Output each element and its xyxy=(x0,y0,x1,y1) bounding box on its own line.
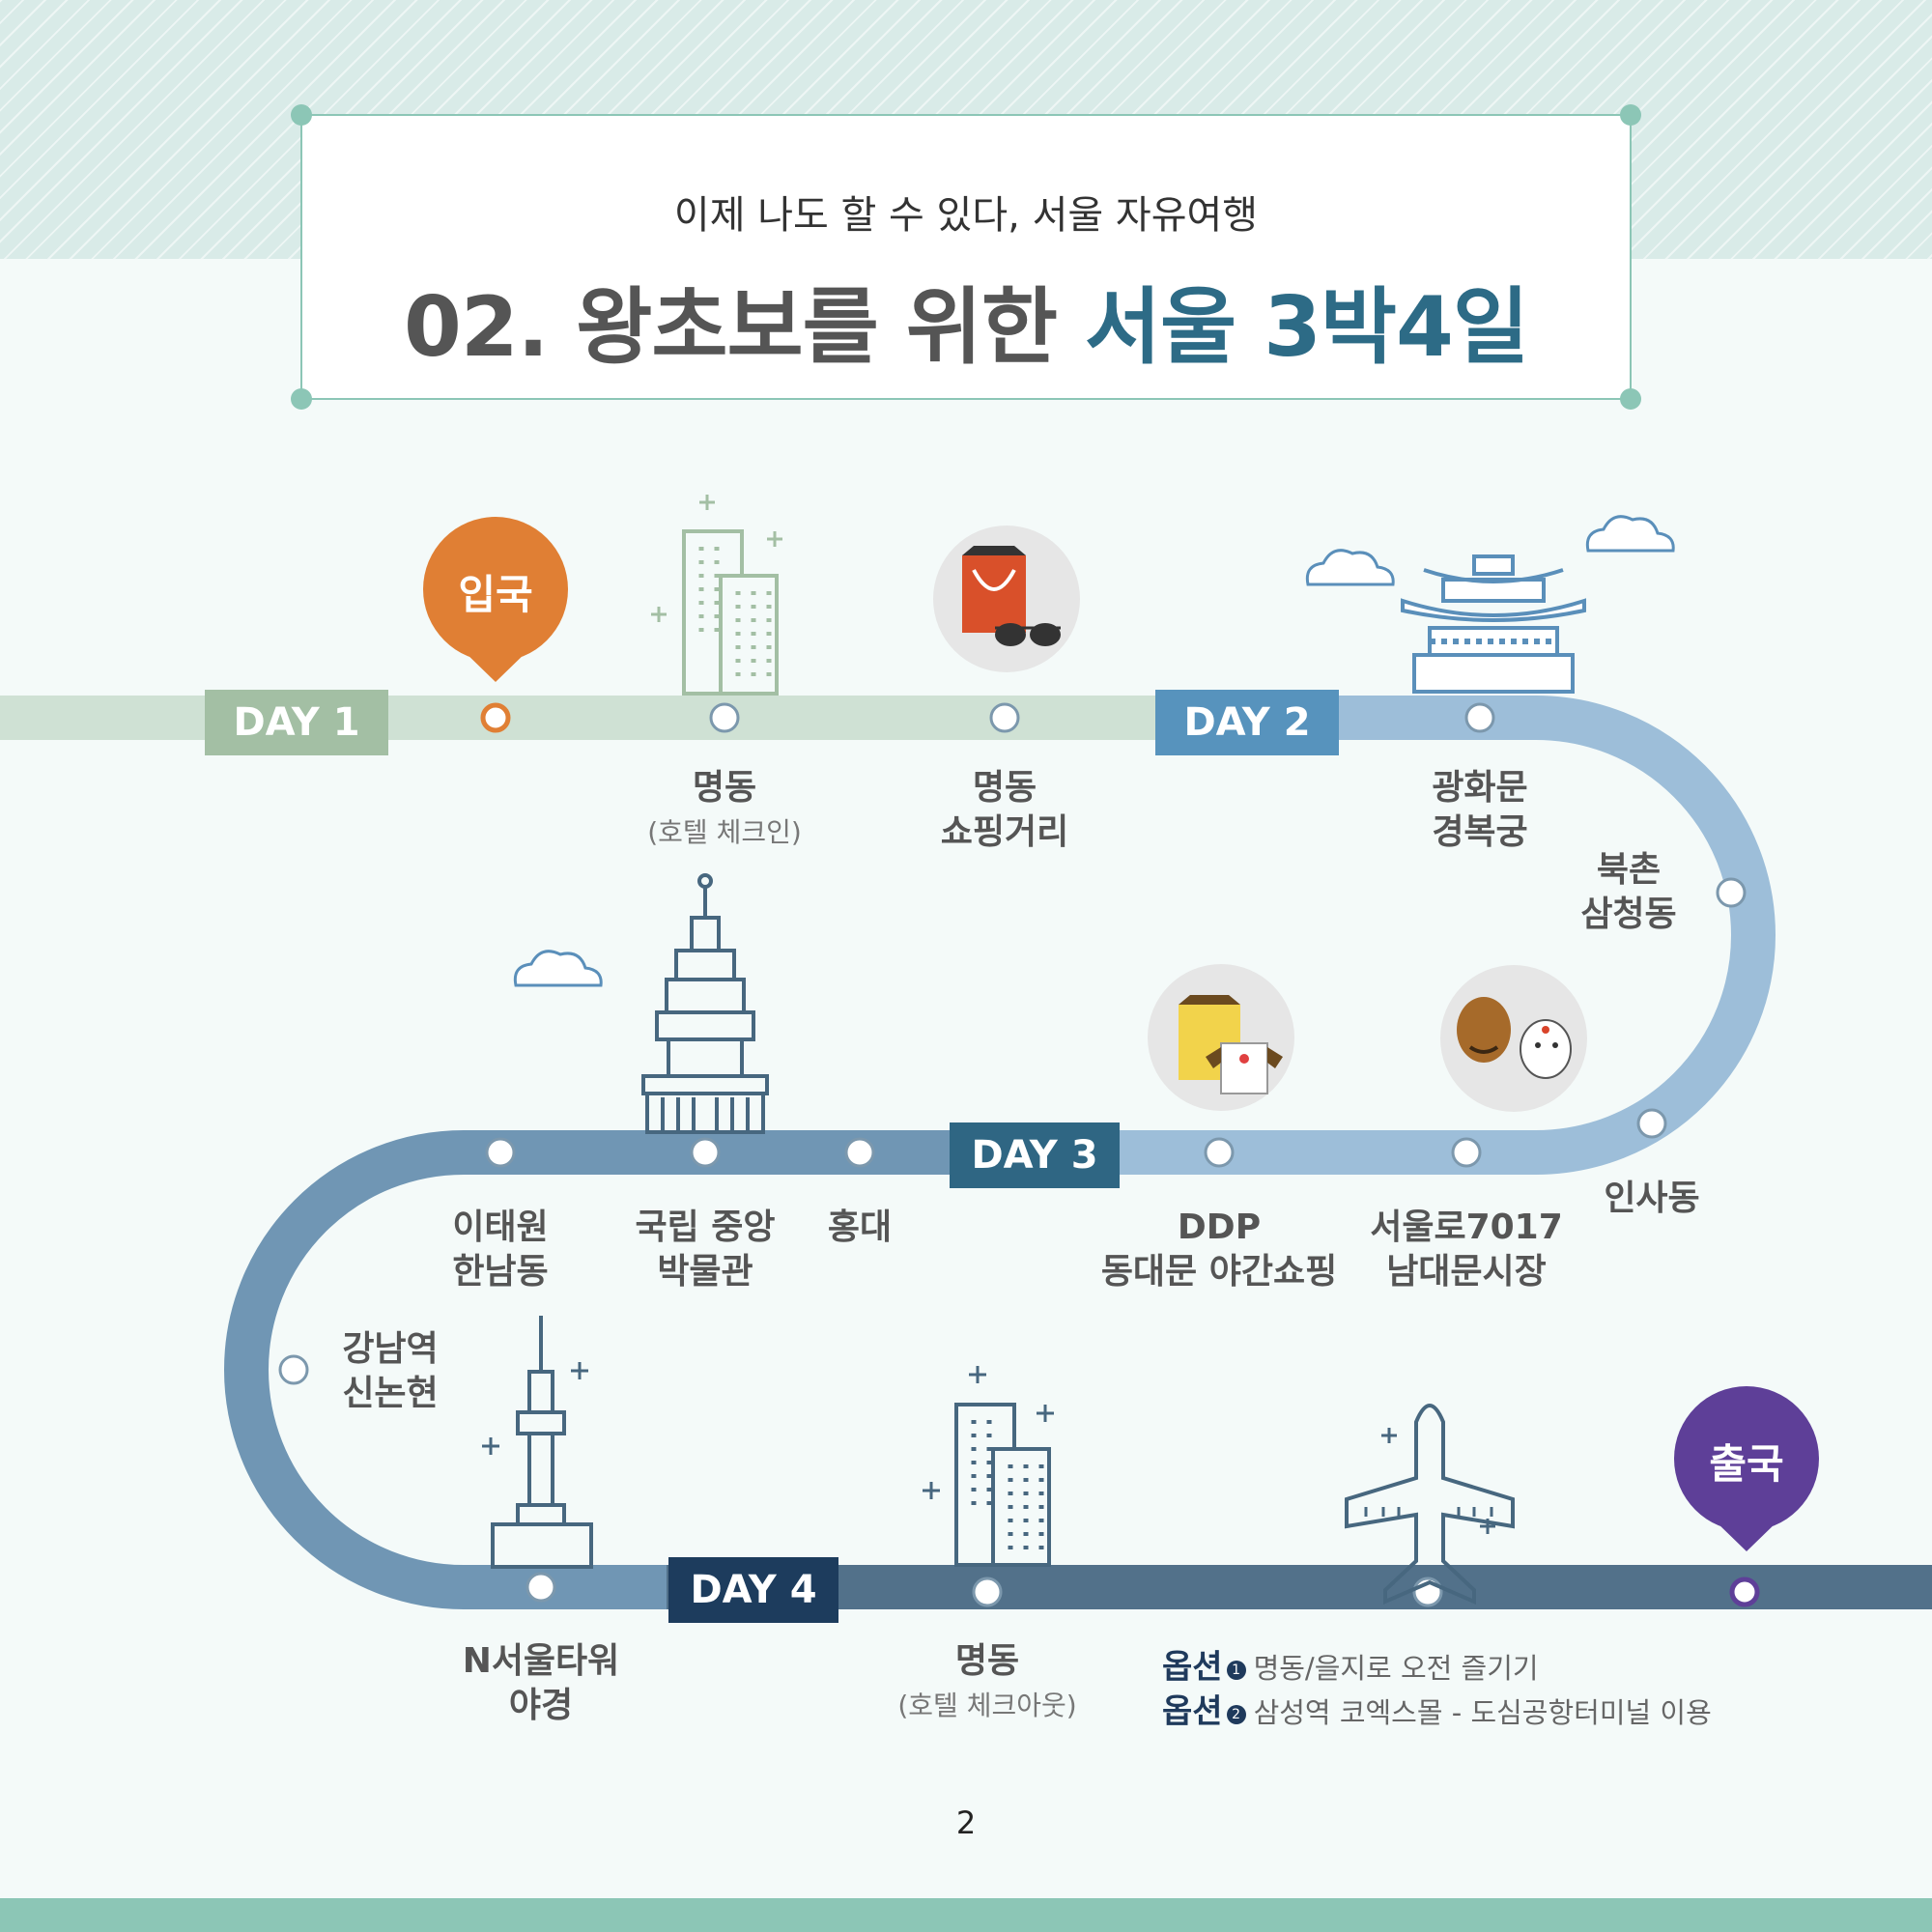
station-myeongdong-checkout xyxy=(972,1577,1003,1607)
seoul-tower-pagoda-icon xyxy=(641,873,769,1134)
day-4-label: DAY 4 xyxy=(668,1557,838,1623)
stop-ddp: DDP 동대문 야간쇼핑 xyxy=(1100,1208,1338,1292)
stop-museum: 국립 중앙 박물관 xyxy=(635,1208,776,1292)
corner-dot xyxy=(291,104,312,126)
title-box: 이제 나도 할 수 있다, 서울 자유여행 02. 왕초보를 위한 서울 3박4… xyxy=(291,104,1641,410)
station-entry xyxy=(480,702,511,733)
station-myeongdong-checkin xyxy=(709,702,740,733)
station-myeongdong-shopping xyxy=(989,702,1020,733)
stop-hongdae: 홍대 xyxy=(827,1208,893,1247)
day-1-label: DAY 1 xyxy=(205,690,388,755)
station-museum xyxy=(690,1137,721,1168)
stop-gwanghwamun: 광화문 경복궁 xyxy=(1432,768,1528,852)
station-bukchon xyxy=(1716,877,1747,908)
corner-dot xyxy=(1620,104,1641,126)
building-icon xyxy=(923,1366,1054,1567)
stop-bukchon: 북촌 삼청동 xyxy=(1580,850,1677,934)
route-track xyxy=(0,696,1932,1609)
title-part-1: 02. 왕초보를 위한 xyxy=(404,279,1085,376)
n-seoul-tower-icon xyxy=(482,1316,593,1569)
building-icon xyxy=(651,495,782,696)
stop-insadong: 인사동 xyxy=(1604,1179,1700,1218)
palace-icon xyxy=(1401,554,1586,694)
station-itaewon xyxy=(485,1137,516,1168)
stop-namsan: N서울타워 야경 xyxy=(462,1641,620,1725)
footer-band xyxy=(0,1898,1932,1932)
stop-namdaemun: 서울로7017 남대문시장 xyxy=(1370,1208,1563,1292)
stop-myeongdong-shopping: 명동 쇼핑거리 xyxy=(940,768,1069,852)
corner-dot xyxy=(1620,388,1641,410)
traditional-mask-icon xyxy=(1440,965,1587,1112)
stop-gangnam: 강남역 신논현 xyxy=(342,1329,439,1413)
exit-pin xyxy=(1674,1386,1819,1551)
station-gwanghwamun xyxy=(1464,702,1495,733)
station-insadong xyxy=(1636,1108,1667,1139)
corner-dot xyxy=(291,388,312,410)
cloud-icon xyxy=(513,515,1675,987)
day-3-label: DAY 3 xyxy=(950,1122,1120,1188)
station-namsan xyxy=(526,1572,556,1603)
stop-myeongdong-checkout: 명동 (호텔 체크아웃) xyxy=(897,1641,1077,1721)
day-2-label: DAY 2 xyxy=(1155,690,1339,755)
page-title: 02. 왕초보를 위한 서울 3박4일 xyxy=(302,259,1630,380)
station-namdaemun xyxy=(1451,1137,1482,1168)
page-number: 2 xyxy=(955,1804,977,1841)
airplane-icon xyxy=(1345,1404,1515,1605)
stop-itaewon: 이태원 한남동 xyxy=(452,1208,549,1292)
stop-myeongdong-checkin: 명동 (호텔 체크인) xyxy=(647,768,802,848)
shopping-bag-shirt-icon xyxy=(1148,964,1294,1111)
entry-pin-label: 입국 xyxy=(458,571,533,618)
title-part-2: 서울 3박4일 xyxy=(1084,279,1529,376)
shopping-bag-sunglasses-icon xyxy=(933,526,1080,672)
exit-pin-label: 출국 xyxy=(1709,1440,1784,1488)
station-hongdae xyxy=(844,1137,875,1168)
station-ddp xyxy=(1204,1137,1235,1168)
station-gangnam xyxy=(278,1354,309,1385)
page-subtitle: 이제 나도 할 수 있다, 서울 자유여행 xyxy=(673,193,1259,238)
station-exit xyxy=(1729,1577,1760,1607)
entry-pin xyxy=(423,517,568,682)
